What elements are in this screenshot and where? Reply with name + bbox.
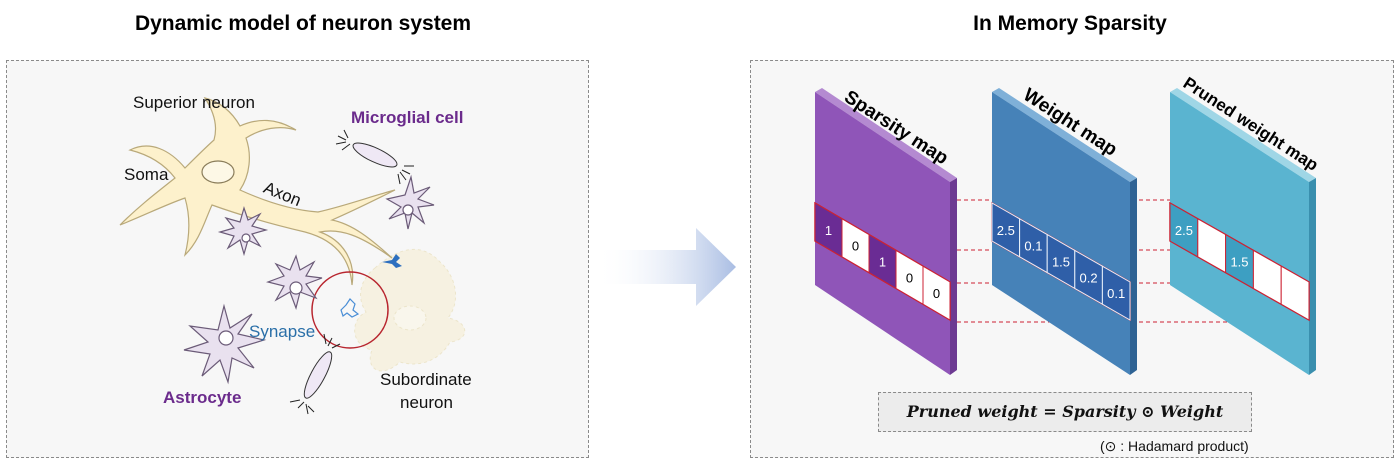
neuron-illustration xyxy=(119,97,466,415)
superior-neuron-icon xyxy=(119,97,396,286)
right-panel-title: In Memory Sparsity xyxy=(973,12,1167,35)
microglial-cell-icon-1 xyxy=(335,129,414,185)
small-neuron-icon-3 xyxy=(265,254,323,311)
sparsity-cell-value: 1 xyxy=(879,255,886,270)
subordinate-neuron-icon xyxy=(354,248,466,372)
subordinate-neuron-label-line2: neuron xyxy=(400,393,453,412)
sparsity-cell-value: 0 xyxy=(852,239,859,254)
weight-cell xyxy=(1101,265,1131,321)
hadamard-formula: Pruned weight = Sparsity ⊙ Weight xyxy=(878,392,1252,432)
astrocyte-icon xyxy=(183,303,267,385)
small-neuron-icon-2 xyxy=(217,205,269,257)
weight-cell-value: 2.5 xyxy=(997,223,1015,238)
synapse-label: Synapse xyxy=(249,322,316,341)
microglial-cell-label: Microglial cell xyxy=(351,108,464,127)
microglial-cell-icon-2 xyxy=(289,333,341,415)
small-neuron-icon-1 xyxy=(385,174,435,230)
hadamard-note: (⊙ : Hadamard product) xyxy=(1100,438,1249,454)
neuron-system-panel xyxy=(6,60,589,458)
subordinate-neuron-label-line1: Subordinate xyxy=(380,370,472,389)
sparsity-cell-value: 1 xyxy=(825,223,832,238)
astrocyte-label: Astrocyte xyxy=(163,388,242,407)
soma-label: Soma xyxy=(124,165,169,184)
weight-cell-value: 0.1 xyxy=(1107,286,1125,301)
weight-cell-value: 1.5 xyxy=(1052,255,1070,270)
sparsity-cell xyxy=(922,265,951,321)
synapse-vesicles-icon xyxy=(340,298,360,318)
axon-terminal-icon xyxy=(382,254,402,268)
sparsity-cell-value: 0 xyxy=(933,286,940,301)
pruned-cell-value: 1.5 xyxy=(1230,255,1248,270)
pruned-cell-value: 2.5 xyxy=(1175,223,1193,238)
weight-cell-value: 0.2 xyxy=(1080,270,1098,285)
weight-cell-value: 0.1 xyxy=(1024,239,1042,254)
transition-arrow-icon xyxy=(596,228,736,306)
superior-neuron-label: Superior neuron xyxy=(133,93,255,112)
sparsity-cell-value: 0 xyxy=(906,270,913,285)
left-panel-title: Dynamic model of neuron system xyxy=(134,12,472,35)
pruned-cell xyxy=(1280,265,1310,321)
synapse-circle xyxy=(311,271,389,349)
